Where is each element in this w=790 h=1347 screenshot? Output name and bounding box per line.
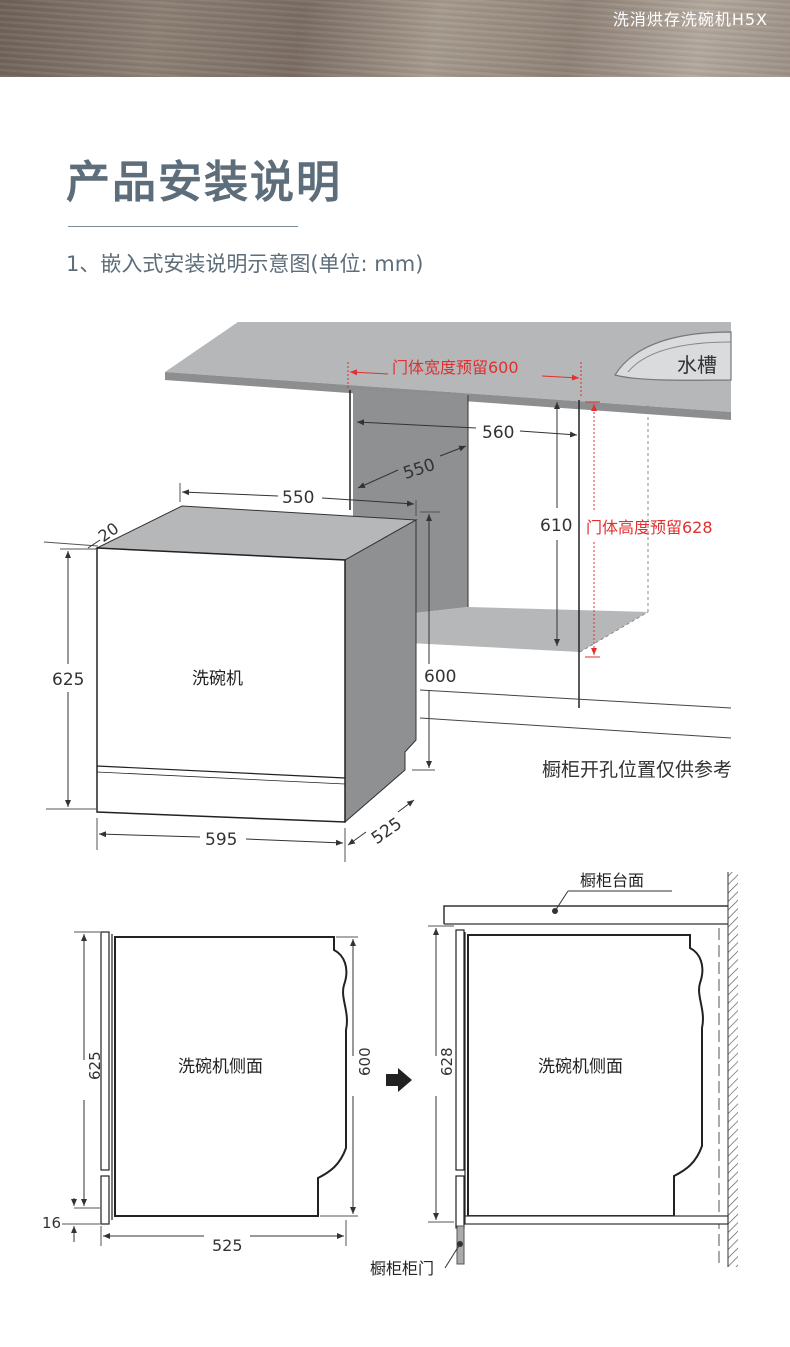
product-name: 洗消烘存洗碗机H5X xyxy=(612,10,768,29)
dishwasher-label: 洗碗机 xyxy=(192,669,243,689)
side-view-left: 洗碗机侧面 625 16 600 525 xyxy=(42,931,374,1255)
header-banner: 洗消烘存洗碗机H5X xyxy=(0,0,790,77)
svg-text:525: 525 xyxy=(368,814,406,849)
cabinet-note: 橱柜开孔位置仅供参考 xyxy=(542,759,732,781)
machine-height-625: 625 xyxy=(46,548,96,810)
svg-text:550: 550 xyxy=(282,488,314,508)
dishwasher-3d: 洗碗机 xyxy=(95,505,418,824)
svg-text:600: 600 xyxy=(424,667,456,687)
door-width-label: 门体宽度预留600 xyxy=(392,358,519,377)
arrow-right-icon xyxy=(386,1068,412,1092)
title-divider xyxy=(68,226,298,227)
wood-texture xyxy=(0,0,790,77)
machine-height-600: 600 xyxy=(412,511,456,771)
svg-text:600: 600 xyxy=(356,1047,374,1076)
door-height-dimension: 门体高度预留628 xyxy=(585,401,713,658)
sink-label: 水槽 xyxy=(677,353,717,377)
svg-text:595: 595 xyxy=(205,830,237,850)
side-view-right: 橱柜台面 洗碗机侧面 628 橱柜柜门 xyxy=(370,871,738,1278)
side-label-right: 洗碗机侧面 xyxy=(538,1057,623,1077)
svg-text:628: 628 xyxy=(438,1047,456,1076)
side-label-left: 洗碗机侧面 xyxy=(178,1057,263,1077)
sink: 水槽 xyxy=(614,331,732,381)
cabinet-height-610: 610 xyxy=(540,402,572,646)
machine-depth-550: 550 xyxy=(179,483,417,516)
svg-text:625: 625 xyxy=(86,1051,104,1080)
svg-text:610: 610 xyxy=(540,516,572,536)
svg-text:625: 625 xyxy=(52,670,84,690)
machine-width-595: 595 xyxy=(96,818,346,862)
svg-text:525: 525 xyxy=(212,1236,243,1255)
cabinet-door-label: 橱柜柜门 xyxy=(370,1259,434,1278)
svg-text:560: 560 xyxy=(482,423,514,443)
door-width-dimension: 门体宽度预留600 xyxy=(347,358,582,396)
svg-text:16: 16 xyxy=(42,1214,61,1232)
countertop-label: 橱柜台面 xyxy=(580,871,644,890)
page-title: 产品安装说明 xyxy=(66,157,342,208)
door-height-label: 门体高度预留628 xyxy=(586,518,713,537)
section-subtitle: 1、嵌入式安装说明示意图(单位: mm) xyxy=(66,252,424,276)
cabinet-depth-560: 560 xyxy=(356,419,578,443)
